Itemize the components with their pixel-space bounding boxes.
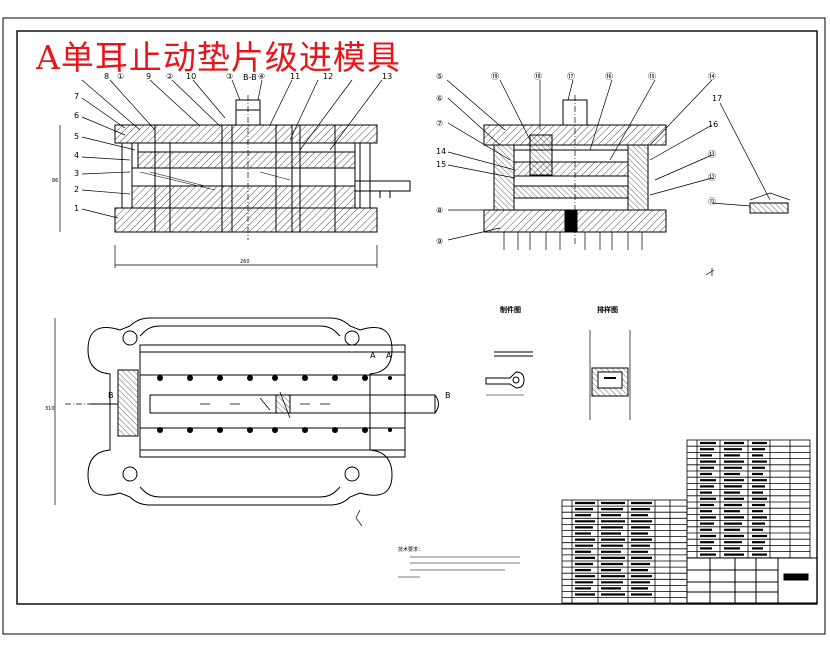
callout-label: 3 (74, 169, 79, 178)
strip-label-left: B (108, 391, 114, 400)
callout-label: 14 (436, 147, 446, 156)
part-detail (485, 351, 533, 396)
callout-label: ⑪ (708, 197, 716, 206)
callout-label: ⑰ (567, 72, 575, 81)
callout-label: ⑱ (534, 72, 542, 81)
parts-list-lower (561, 499, 688, 604)
left-section-view: 260 86 (52, 79, 411, 268)
callout-label: 9 (146, 72, 151, 81)
callout-label: ② (166, 72, 173, 81)
callout-label: ⑭ (708, 72, 716, 81)
strip-label-right: B (445, 391, 451, 400)
plan-view: 310 (45, 317, 439, 527)
callout-label: ⑥ (436, 94, 443, 103)
title-block (686, 557, 818, 604)
callout-label: ⑫ (708, 173, 716, 182)
callout-label: 11 (290, 72, 300, 81)
callout-label: ④ (258, 72, 265, 81)
strip-label-a2: A (386, 351, 392, 360)
callout-label: 8 (104, 72, 109, 81)
callout-label: 15 (436, 160, 446, 169)
callout-label: ① (117, 72, 124, 81)
pilot-holes (157, 375, 392, 433)
callout-label: 1 (74, 204, 79, 213)
callout-label: ⑲ (491, 72, 499, 81)
callout-label: ⑧ (436, 206, 443, 215)
callout-label: ⑤ (436, 72, 443, 81)
layout-detail (589, 330, 631, 420)
technical-notes: 技术要求： (398, 546, 520, 578)
callout-label: ⑮ (648, 72, 656, 81)
notes-heading: 技术要求： (398, 546, 423, 553)
callout-label: 7 (74, 92, 79, 101)
drawing-title: A单耳止动垫片级进模具 (36, 38, 401, 77)
callout-label: ⑨ (436, 237, 443, 246)
part-detail-caption: 制件图 (500, 305, 521, 314)
callout-label: 2 (74, 185, 79, 194)
right-section-view (446, 79, 791, 276)
callout-label: 10 (186, 72, 196, 81)
callout-label: ⑯ (605, 72, 613, 81)
section-label: B-B (243, 73, 257, 82)
callout-label: 16 (708, 120, 718, 129)
outer-frame (2, 17, 826, 635)
callout-label: ⑦ (436, 119, 443, 128)
callout-label: 5 (74, 132, 79, 141)
callout-label: 12 (323, 72, 333, 81)
strip-labels: B B A A (108, 351, 451, 400)
callout-label: 13 (382, 72, 392, 81)
callout-label: 17 (712, 94, 722, 103)
parts-list-upper (686, 439, 811, 559)
strip-label-a1: A (370, 351, 376, 360)
callout-label: ③ (226, 72, 233, 81)
callout-label: ⑬ (708, 150, 716, 159)
right-callouts: ⑤ ⑲ ⑱ ⑰ ⑯ ⑮ ⑭ ⑥ ⑦ 14 15 ⑧ ⑨ 16 ⑬ ⑫ ⑪ 17 (436, 72, 722, 246)
callout-label: 6 (74, 111, 79, 120)
callout-label: 4 (74, 151, 79, 160)
svg-text:260: 260 (240, 259, 250, 265)
layout-detail-caption: 排样图 (597, 305, 618, 314)
inner-frame (16, 30, 818, 605)
svg-text:310: 310 (45, 406, 55, 412)
left-callouts: 8 ① ① 9 ② 10 ③ ④ 11 12 13 7 6 5 4 3 2 1 … (74, 72, 392, 213)
svg-text:86: 86 (52, 178, 58, 184)
